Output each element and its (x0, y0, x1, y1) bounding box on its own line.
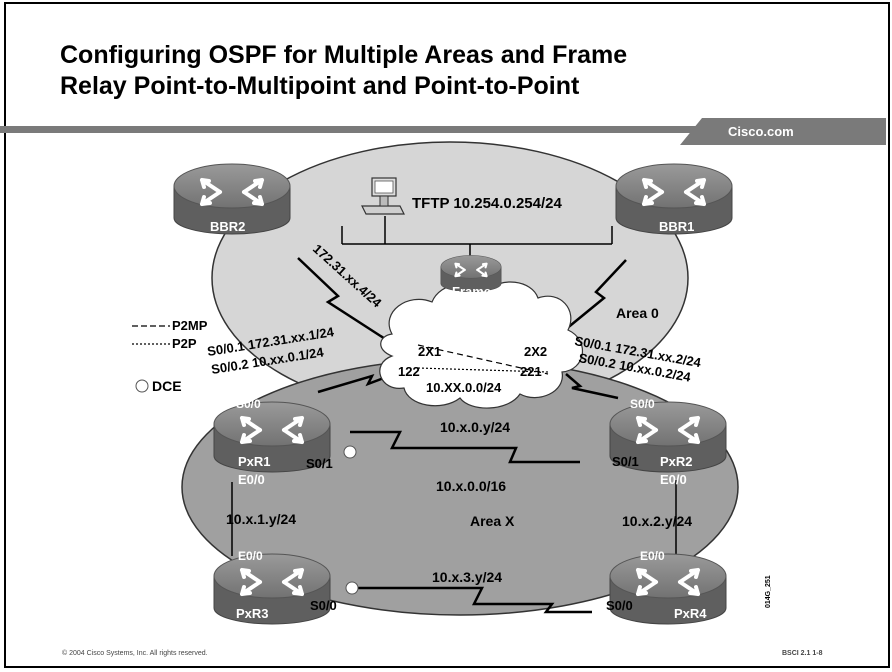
pvc-p2p (417, 367, 549, 373)
router-pxr4-icon (610, 554, 726, 624)
link-pxr2-frame (565, 373, 619, 400)
pxr1-label: PxR1 (238, 454, 271, 469)
brand-tab (680, 118, 886, 145)
area-x-label: Area X (470, 513, 515, 529)
figure-id: 014G_251 (765, 575, 772, 608)
pxr3-e00-label: E0/0 (238, 549, 263, 563)
pxr2-s01-label: S0/1 (612, 454, 639, 469)
link-pxr3-pxr4 (352, 586, 592, 614)
net-1y-label: 10.x.1.y/24 (226, 511, 296, 527)
dce-marker-pxr1 (343, 445, 357, 459)
title-line-2: Relay Point-to-Multipoint and Point-to-P… (60, 72, 580, 100)
pxr1-e00-label: E0/0 (238, 472, 265, 487)
dce-marker-pxr3 (345, 581, 359, 595)
pxr2-label: PxR2 (660, 454, 693, 469)
router-pxr3-icon (214, 554, 330, 624)
link-pxr1-pxr2 (350, 430, 580, 464)
link-bbr1-frame (559, 259, 627, 335)
frame-label: Frame (452, 284, 491, 299)
brand-label: Cisco.com (728, 124, 794, 139)
dlci-2x1: 2X1 (418, 344, 441, 359)
dlci-122: 122 (398, 364, 420, 379)
pxr2-s00-label: S0/0 (630, 397, 655, 411)
dlci-221: 221 (520, 364, 542, 379)
pxr4-label: PxR4 (674, 606, 707, 621)
pxr1-s01-label: S0/1 (306, 456, 333, 471)
legend-p2p-label: P2P (172, 336, 197, 351)
net-2y-label: 10.x.2.y/24 (622, 513, 692, 529)
title-line-1: Configuring OSPF for Multiple Areas and … (60, 41, 628, 69)
pxr1-s00-label: S0/0 (236, 397, 261, 411)
copyright: © 2004 Cisco Systems, Inc. All rights re… (62, 650, 208, 657)
link-bbr2-frame (297, 257, 397, 348)
cloud-net-label: 10.XX.0.0/24 (426, 380, 502, 395)
pxr2-e00-label: E0/0 (660, 472, 687, 487)
pxr4-s00-label: S0/0 (606, 598, 633, 613)
dlci-2x2: 2X2 (524, 344, 547, 359)
pxr3-label: PxR3 (236, 606, 269, 621)
net-16-label: 10.x.0.0/16 (436, 478, 506, 494)
bbr2-label: BBR2 (210, 219, 245, 234)
title-rule (0, 126, 700, 133)
area-0-label: Area 0 (616, 305, 659, 321)
legend-p2mp-label: P2MP (172, 318, 208, 333)
legend-dce-icon (135, 379, 149, 393)
slide-title: Configuring OSPF for Multiple Areas and … (60, 40, 820, 102)
tftp-server-icon (361, 177, 405, 215)
pvc-p2mp (417, 344, 549, 375)
legend-dce-label: DCE (152, 378, 182, 394)
page-number: BSCI 2.1 1-8 (782, 650, 823, 657)
pxr4-e00-label: E0/0 (640, 549, 665, 563)
bbr1-label: BBR1 (659, 219, 694, 234)
pxr3-s00-label: S0/0 (310, 598, 337, 613)
net-3y-label: 10.x.3.y/24 (432, 569, 502, 585)
tftp-label: TFTP 10.254.0.254/24 (412, 195, 562, 212)
net-0y-label: 10.x.0.y/24 (440, 419, 510, 435)
